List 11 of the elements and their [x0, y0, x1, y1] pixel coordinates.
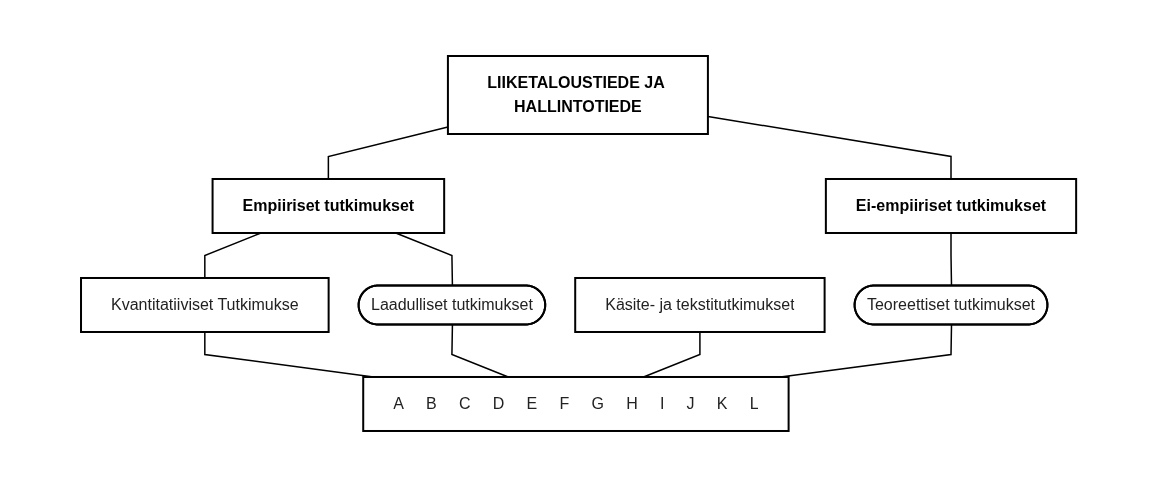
node-box: A B C D E F G H I J K L: [362, 376, 790, 432]
node-box: Kvantitatiiviset Tutkimukse: [79, 277, 330, 333]
connector: [950, 232, 953, 287]
node-box: Ei-empiiriset tutkimukset: [824, 178, 1078, 234]
node-box: LIIKETALOUSTIEDE JA HALLINTOTIEDE: [446, 55, 709, 135]
connector: [394, 232, 454, 287]
node-box: Empiiriset tutkimukset: [211, 178, 446, 234]
connector: [204, 232, 262, 279]
connector: [707, 115, 952, 180]
connector: [451, 324, 509, 378]
node-box: Käsite- ja tekstitutkimukset: [574, 277, 826, 333]
